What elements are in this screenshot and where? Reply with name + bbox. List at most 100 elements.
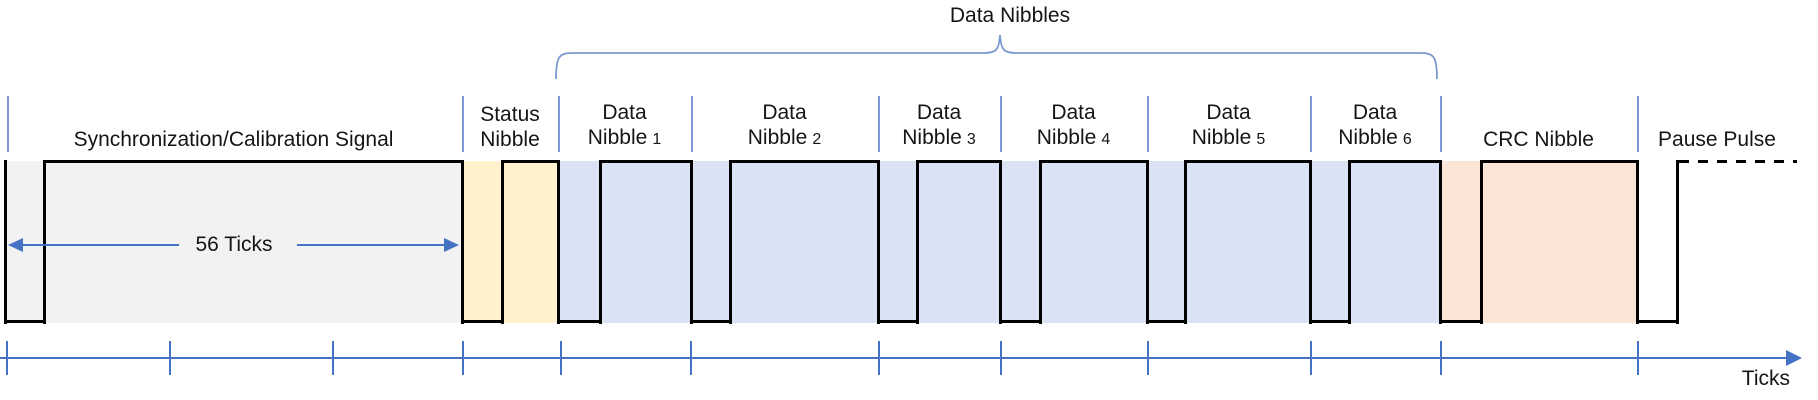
high-level-data6 [1348, 160, 1441, 163]
falling-edge-data4 [999, 160, 1002, 324]
rising-edge-data2 [729, 160, 732, 324]
section-label-text: Data [1352, 101, 1398, 124]
section-divider-sync [7, 96, 9, 152]
section-label-text: Data [916, 101, 962, 124]
axis-tick [1637, 341, 1639, 375]
section-label-number: 3 [966, 131, 976, 148]
section-label-text: Nibble [902, 126, 962, 149]
high-level-status [501, 160, 559, 163]
section-divider-data4 [1000, 96, 1002, 152]
section-label-pause: Pause Pulse [1637, 94, 1797, 152]
axis-tick [690, 341, 692, 375]
axis-tick [1440, 341, 1442, 375]
ticks-axis-label: Ticks [1741, 367, 1790, 390]
high-level-crc [1480, 160, 1638, 163]
falling-edge-data2 [690, 160, 693, 324]
falling-edge-crc [1439, 160, 1442, 324]
section-label-number: 1 [652, 131, 662, 148]
high-level-data2 [729, 160, 879, 163]
section-fill-data2 [691, 161, 878, 323]
section-divider-data5 [1147, 96, 1149, 152]
section-label-number: 2 [812, 131, 822, 148]
section-fill-data1 [558, 161, 691, 323]
section-label-line: Data [762, 100, 806, 125]
low-level-data3 [877, 320, 919, 323]
high-level-dashed-pause [1679, 160, 1797, 163]
axis-tick [1000, 341, 1002, 375]
ticks-axis-line [0, 357, 1788, 359]
section-label-line: CRC Nibble [1483, 127, 1594, 152]
high-level-data1 [599, 160, 692, 163]
section-label-text: Pause Pulse [1658, 128, 1776, 151]
falling-edge-sync [4, 160, 7, 324]
low-level-data6 [1309, 320, 1351, 323]
section-label-line: Pause Pulse [1658, 127, 1776, 152]
section-label-sync: Synchronization/Calibration Signal [5, 94, 462, 152]
section-label-text: Data [1206, 101, 1251, 124]
low-level-data4 [999, 320, 1042, 323]
section-label-text: Data [762, 101, 807, 124]
sync-arrow-line-right [297, 244, 444, 246]
axis-tick [462, 341, 464, 375]
section-fill-data6 [1310, 161, 1440, 323]
axis-tick [1147, 341, 1149, 375]
section-label-text: Status [480, 103, 540, 126]
falling-edge-data5 [1146, 160, 1149, 324]
section-label-number: 5 [1256, 131, 1266, 148]
axis-tick [169, 341, 171, 375]
section-fill-sync [5, 161, 462, 323]
rising-edge-data4 [1039, 160, 1042, 324]
low-level-sync [4, 320, 46, 323]
low-level-data5 [1146, 320, 1187, 323]
section-fill-status [462, 161, 558, 323]
section-fill-data5 [1147, 161, 1310, 323]
ticks-axis-arrowhead-icon [1786, 350, 1802, 366]
section-label-crc: CRC Nibble [1440, 94, 1637, 152]
section-label-line: Data [1051, 100, 1095, 125]
data-nibbles-title: Data Nibbles [949, 4, 1071, 27]
section-fill-data4 [1000, 161, 1147, 323]
sync-ticks-label: 56 Ticks [195, 233, 273, 256]
rising-edge-status [501, 160, 504, 324]
section-label-line: Data [1353, 100, 1397, 125]
section-fill-crc [1440, 161, 1637, 323]
section-label-text: Synchronization/Calibration Signal [73, 128, 394, 151]
low-level-data1 [557, 320, 602, 323]
low-level-crc [1439, 320, 1483, 323]
high-level-data5 [1184, 160, 1311, 163]
axis-tick [560, 341, 562, 375]
section-label-text: Nibble [587, 126, 648, 149]
section-label-text: CRC Nibble [1483, 128, 1594, 151]
section-label-line: Data [917, 100, 961, 125]
falling-edge-data6 [1309, 160, 1312, 324]
low-level-data2 [690, 320, 732, 323]
section-label-text: Data [1051, 101, 1096, 124]
arrowhead-left-icon [8, 238, 23, 252]
section-divider-pause [1637, 96, 1639, 152]
rising-edge-data3 [916, 160, 919, 324]
section-label-text: Nibble [1338, 126, 1398, 149]
axis-tick [6, 341, 8, 375]
rising-edge-data5 [1184, 160, 1187, 324]
section-label-text: Nibble [1191, 126, 1252, 149]
section-label-line: Data [602, 100, 646, 125]
section-divider-status [462, 96, 464, 152]
section-label-number: 4 [1101, 131, 1111, 148]
section-fill-data3 [878, 161, 1000, 323]
rising-edge-crc [1480, 160, 1483, 324]
falling-edge-data3 [877, 160, 880, 324]
rising-edge-data6 [1348, 160, 1351, 324]
section-label-line: Status [480, 102, 540, 127]
section-divider-data6 [1310, 96, 1312, 152]
falling-edge-data1 [557, 160, 560, 324]
